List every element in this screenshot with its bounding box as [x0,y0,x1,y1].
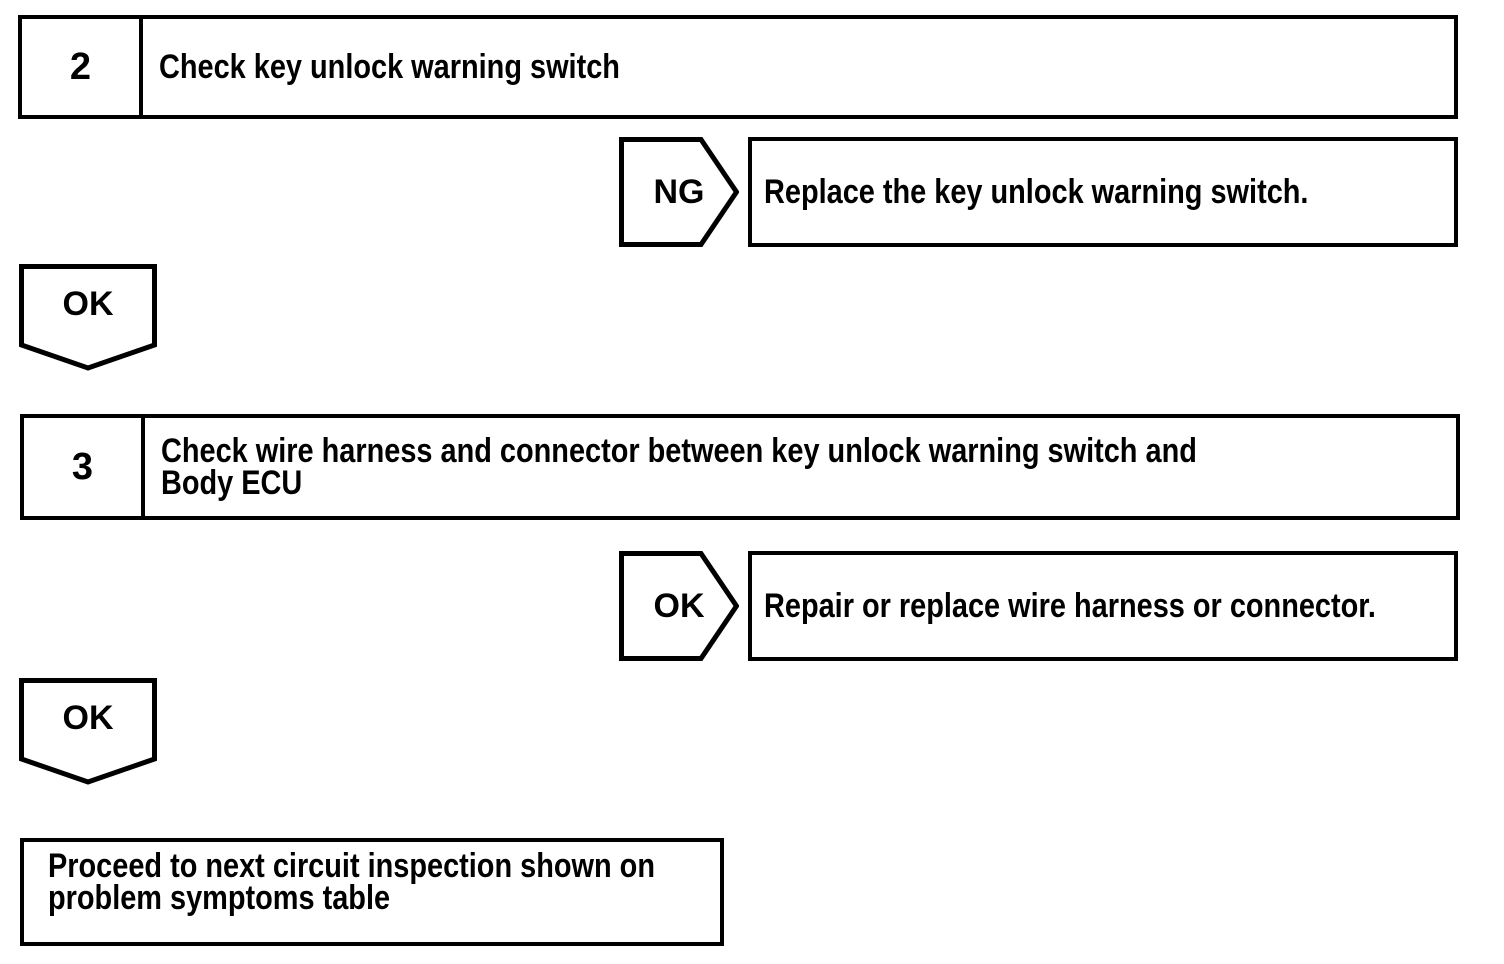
action-text-replace: Replace the key unlock warning switch. [764,173,1309,211]
terminal-line2: problem symptoms table [48,879,391,917]
terminal-box: Proceed to next circuit inspection shown… [20,838,724,946]
right-pentagon-icon [619,137,739,247]
ok-down-connector-2: OK [19,678,157,785]
ok-down-connector-1: OK [19,264,157,371]
step-box-3: 3 Check wire harness and connector betwe… [20,414,1460,520]
step-number-3: 3 [24,418,145,516]
ok-down-label-1: OK [62,285,114,323]
step-title-2-text: Check key unlock warning switch [159,48,620,86]
down-pentagon-icon [19,678,157,785]
action-box-replace: Replace the key unlock warning switch. [748,137,1458,247]
step-box-2: 2 Check key unlock warning switch [18,15,1458,119]
ok-right-connector: OK [619,551,739,661]
step-title-3: Check wire harness and connector between… [145,418,1456,516]
step-title-3-line2: Body ECU [161,464,303,502]
step-number-2: 2 [22,19,143,115]
down-pentagon-icon [19,264,157,371]
ok-right-label: OK [653,586,705,625]
right-pentagon-icon [619,551,739,661]
action-text-repair: Repair or replace wire harness or connec… [764,587,1376,625]
ok-down-label-2: OK [62,699,114,737]
terminal-line1: Proceed to next circuit inspection shown… [48,847,655,885]
ng-label: NG [653,172,705,211]
ng-connector: NG [619,137,739,247]
step-title-3-line1: Check wire harness and connector between… [161,432,1197,470]
action-box-repair: Repair or replace wire harness or connec… [748,551,1458,661]
step-title-2: Check key unlock warning switch [143,19,1454,115]
